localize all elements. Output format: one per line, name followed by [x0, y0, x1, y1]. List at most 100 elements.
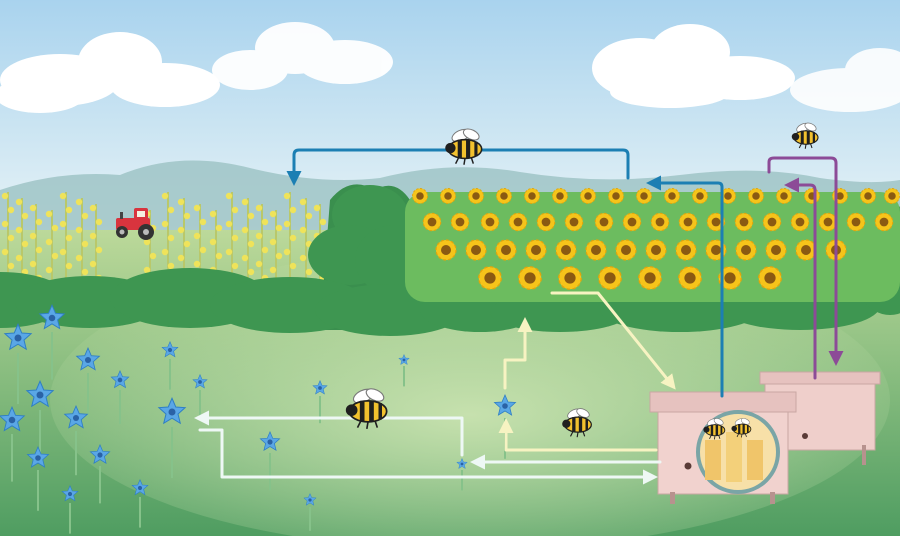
- rapeseed-blossom: [51, 224, 59, 232]
- rapeseed-blossom: [29, 204, 37, 212]
- sunflower-icon: [678, 212, 698, 232]
- sunflower-icon: [525, 239, 547, 261]
- rapeseed-blossom: [95, 246, 103, 254]
- sunflower-icon: [440, 188, 456, 204]
- rapeseed-blossom: [193, 232, 201, 240]
- rapeseed-blossom: [231, 234, 239, 242]
- sunflower-icon: [638, 266, 662, 290]
- sunflower-icon: [650, 212, 670, 232]
- rapeseed-blossom: [247, 212, 255, 220]
- rapeseed-blossom: [1, 192, 9, 200]
- rapeseed-blossom: [35, 246, 43, 254]
- rapeseed-blossom: [143, 266, 151, 274]
- arrow-purple-return: [767, 156, 844, 366]
- rapeseed-blossom: [21, 268, 29, 276]
- rapeseed-blossom: [289, 262, 297, 270]
- sunflower-icon: [435, 239, 457, 261]
- rapeseed-blossom: [209, 238, 217, 246]
- rapeseed-blossom: [283, 220, 291, 228]
- sunflower-icon: [860, 188, 876, 204]
- sunflower-icon: [846, 212, 866, 232]
- rapeseed-blossom: [305, 212, 313, 220]
- rapeseed-blossom: [177, 254, 185, 262]
- rapeseed-blossom: [177, 198, 185, 206]
- cloud-center: [212, 22, 393, 90]
- arrow-cream-to-sunflower: [503, 317, 533, 390]
- rapeseed-blossom: [89, 204, 97, 212]
- sunflower-icon: [518, 266, 542, 290]
- rapeseed-blossom: [247, 268, 255, 276]
- rapeseed-blossom: [45, 210, 53, 218]
- rapeseed-blossom: [1, 248, 9, 256]
- sunflower-icon: [790, 212, 810, 232]
- rapeseed-blossom: [35, 218, 43, 226]
- rapeseed-blossom: [161, 192, 169, 200]
- sunflower-icon: [762, 212, 782, 232]
- rapeseed-blossom: [161, 220, 169, 228]
- rapeseed-blossom: [225, 248, 233, 256]
- sunflower-icon: [598, 266, 622, 290]
- rapeseed-blossom: [193, 260, 201, 268]
- sunflower-icon: [678, 266, 702, 290]
- rapeseed-blossom: [305, 268, 313, 276]
- hive-window: [696, 410, 780, 494]
- rapeseed-blossom: [15, 254, 23, 262]
- sunflower-icon: [412, 188, 428, 204]
- sunflower-icon: [558, 266, 582, 290]
- rapeseed-blossom: [247, 240, 255, 248]
- sunflower-icon: [748, 188, 764, 204]
- sunflower-icon: [636, 188, 652, 204]
- rapeseed-blossom: [15, 226, 23, 234]
- sunflower-icon: [594, 212, 614, 232]
- flow-arrows: [194, 148, 844, 485]
- rapeseed-blossom: [95, 218, 103, 226]
- rapeseed-blossom: [149, 252, 157, 260]
- sunflower-icon: [795, 239, 817, 261]
- rapeseed-field: [1, 192, 327, 300]
- sunflower-icon: [580, 188, 596, 204]
- sunflower-icon: [508, 212, 528, 232]
- arrow-purple-out: [784, 177, 817, 380]
- rapeseed-blossom: [299, 254, 307, 262]
- rapeseed-blossom: [215, 252, 223, 260]
- sunflower-icon: [422, 212, 442, 232]
- rapeseed-blossom: [319, 218, 327, 226]
- sunflower-icon: [758, 266, 782, 290]
- rapeseed-blossom: [275, 224, 283, 232]
- sunflower-icon: [496, 188, 512, 204]
- rapeseed-blossom: [231, 262, 239, 270]
- rapeseed-blossom: [81, 212, 89, 220]
- rapeseed-blossom: [299, 226, 307, 234]
- rapeseed-blossom: [183, 212, 191, 220]
- rapeseed-blossom: [29, 232, 37, 240]
- rapeseed-blossom: [81, 268, 89, 276]
- cornflower-field: [0, 304, 516, 534]
- rapeseed-blossom: [261, 246, 269, 254]
- sunflower-icon: [622, 212, 642, 232]
- rapeseed-blossom: [65, 206, 73, 214]
- sunflower-icon: [465, 239, 487, 261]
- rapeseed-blossom: [231, 206, 239, 214]
- sunflower-icon: [675, 239, 697, 261]
- rapeseed-blossom: [167, 234, 175, 242]
- arrow-blue-hive-to-sunflowers: [646, 175, 724, 398]
- rapeseed-blossom: [183, 240, 191, 248]
- sunflower-icon: [480, 212, 500, 232]
- rapeseed-blossom: [75, 226, 83, 234]
- rapeseed-blossom: [1, 220, 9, 228]
- rapeseed-blossom: [261, 218, 269, 226]
- rapeseed-blossom: [177, 226, 185, 234]
- rapeseed-blossom: [283, 192, 291, 200]
- rapeseed-blossom: [215, 224, 223, 232]
- sunflower-icon: [804, 188, 820, 204]
- sunflower-icon: [692, 188, 708, 204]
- cloud-right: [592, 24, 795, 108]
- rapeseed-blossom: [45, 238, 53, 246]
- rapeseed-blossom: [75, 254, 83, 262]
- arrow-cream-hive-loop: [498, 418, 658, 452]
- rapeseed-blossom: [241, 198, 249, 206]
- arrow-cream-sunflowers-to-hive: [550, 291, 676, 390]
- rapeseed-blossom: [21, 240, 29, 248]
- rapeseed-blossom: [167, 262, 175, 270]
- cloud-left: [0, 32, 220, 113]
